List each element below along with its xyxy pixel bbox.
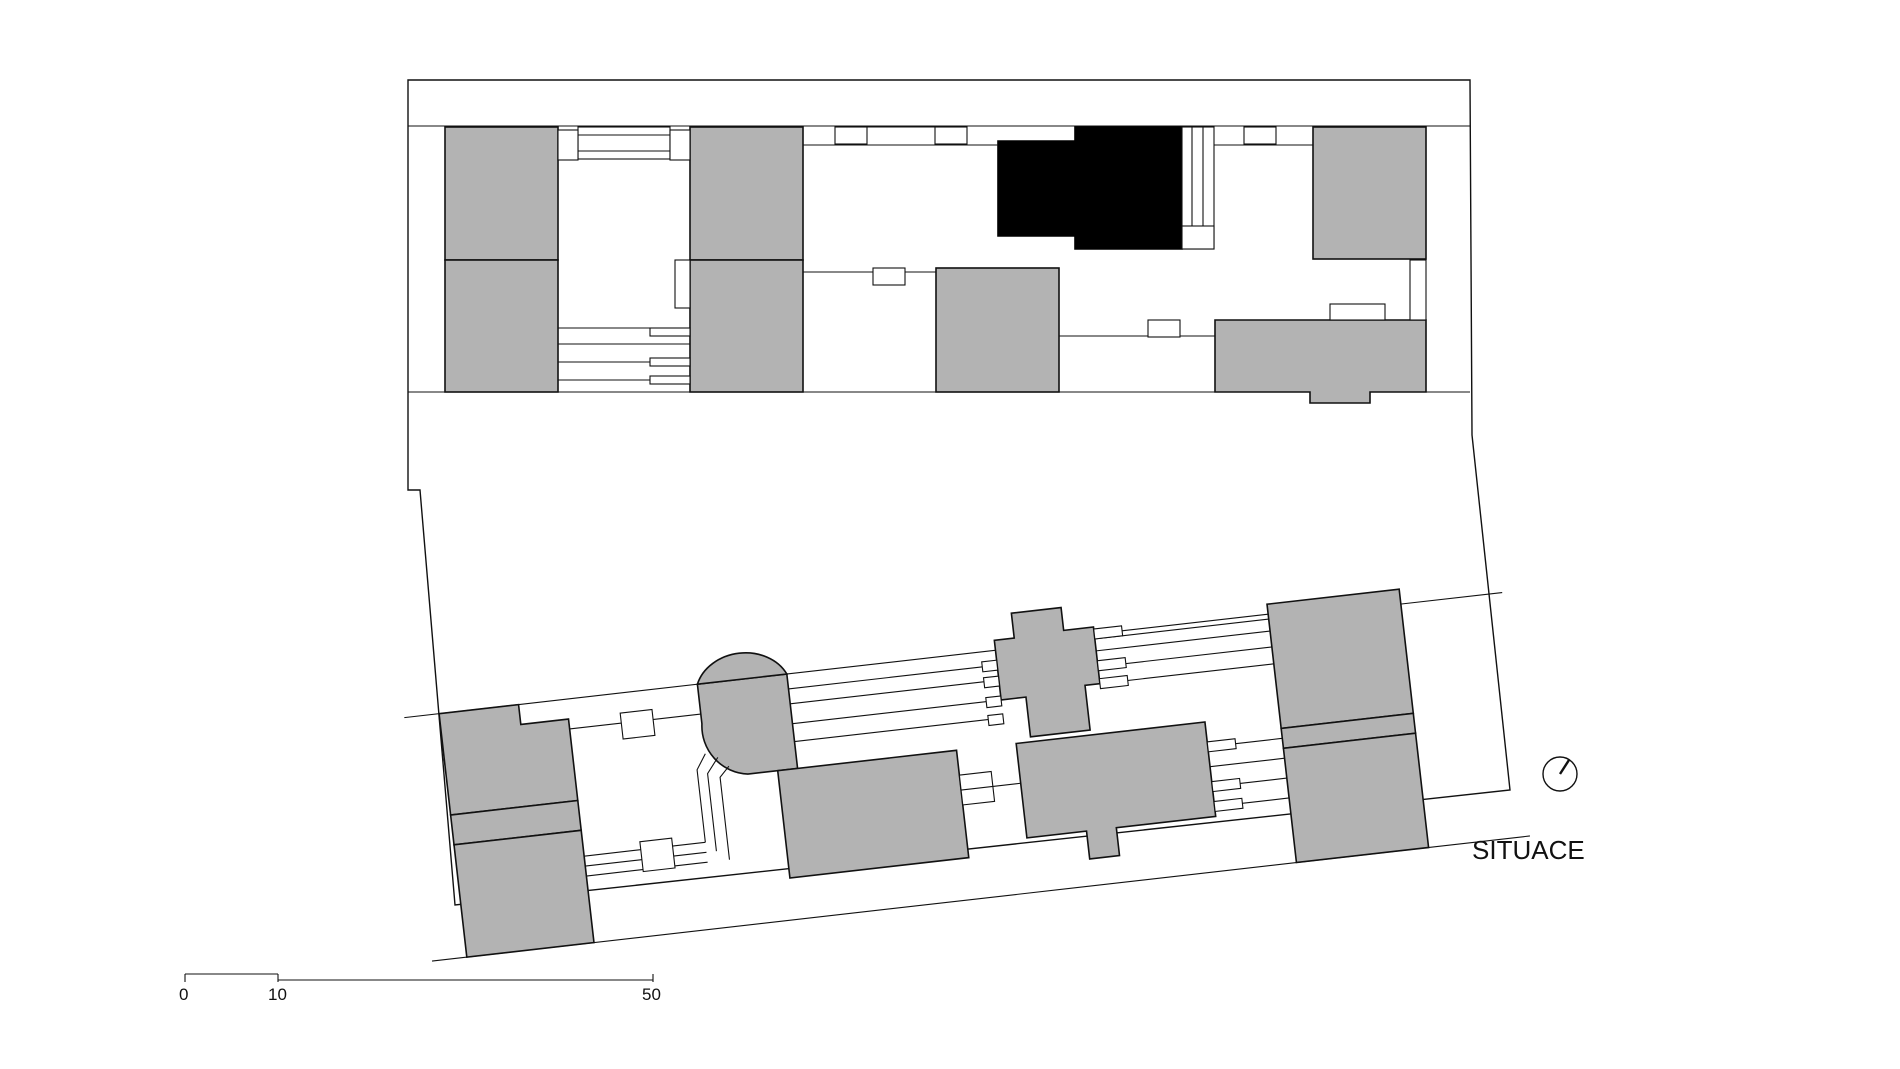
- south-block: [404, 588, 1530, 962]
- site-boundary: [407, 79, 1511, 906]
- north-walkways: [557, 126, 1427, 385]
- north-block: [407, 79, 1511, 906]
- building-n4: [1312, 126, 1427, 260]
- drawing-title: SITUACE: [1472, 835, 1585, 865]
- scale-label-10: 10: [268, 985, 287, 1004]
- building-n2-top: [689, 126, 804, 261]
- building-n1-bottom: [444, 259, 559, 393]
- building-s6-top: [1266, 588, 1415, 730]
- building-s4-cross: [993, 606, 1101, 738]
- building-s3: [776, 749, 970, 879]
- north-arrow-icon: [1542, 756, 1578, 792]
- building-n6: [1214, 319, 1427, 404]
- south-walkways: [569, 613, 1290, 877]
- building-highlighted: [997, 126, 1183, 250]
- building-s2-dome: [696, 652, 789, 686]
- scale-bar: 0 10 50: [179, 973, 661, 1004]
- scale-label-50: 50: [642, 985, 661, 1004]
- building-s1-top: [438, 703, 579, 816]
- scale-label-0: 0: [179, 985, 188, 1004]
- building-s6-bottom: [1282, 732, 1430, 864]
- building-n5: [935, 267, 1060, 393]
- building-s1-bottom: [453, 829, 595, 958]
- building-n1-top: [444, 126, 559, 261]
- building-s2-round: [696, 673, 799, 775]
- building-n2-bottom: [689, 259, 804, 393]
- building-s5: [1015, 721, 1217, 860]
